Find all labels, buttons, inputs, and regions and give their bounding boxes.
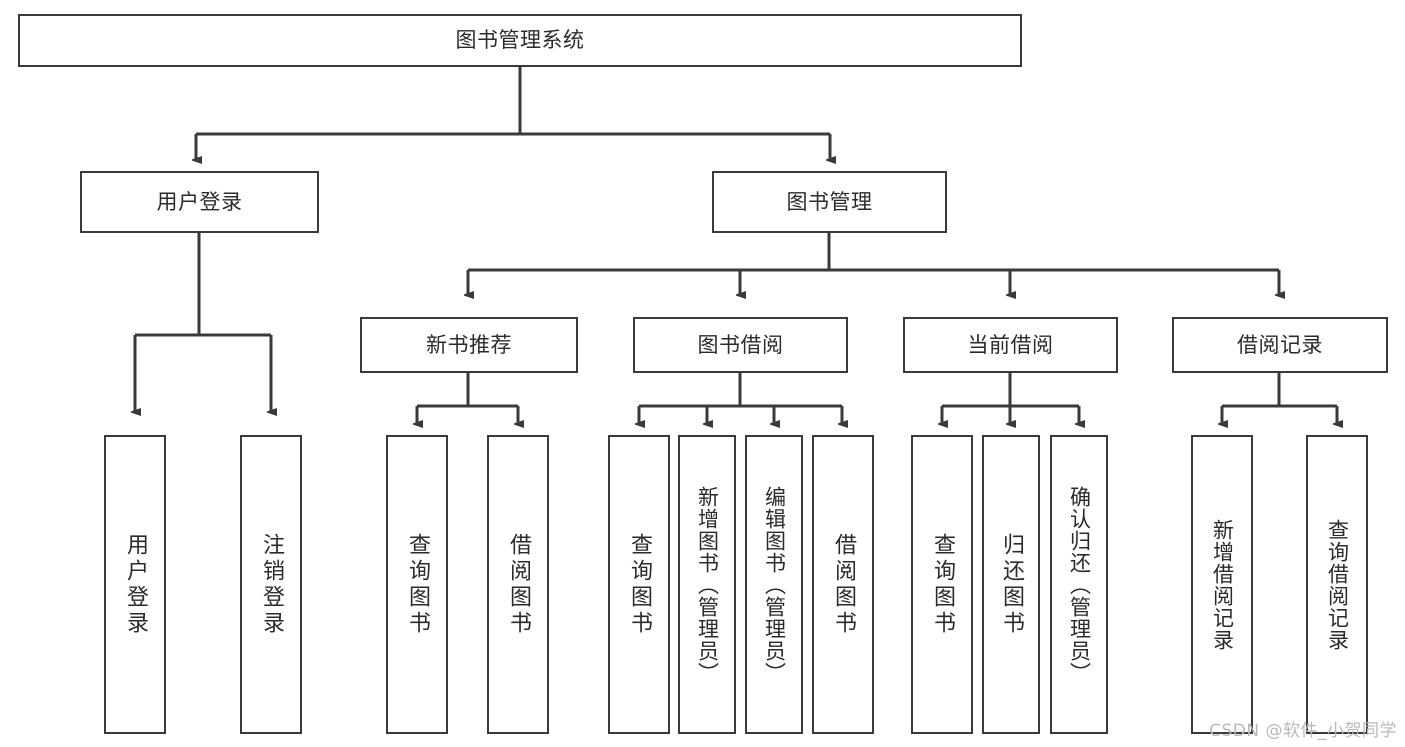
- leaf-recommend-query-book-label: 查询图书: [405, 532, 430, 637]
- leaf-borrow-query-book[interactable]: 查询图书: [608, 435, 670, 734]
- node-book-borrow[interactable]: 图书借阅: [633, 317, 848, 373]
- leaf-current-confirm-return-admin-label: 确认归还（管理员）: [1067, 485, 1092, 684]
- node-new-book-recommend[interactable]: 新书推荐: [360, 317, 578, 373]
- leaf-user-login-signin[interactable]: 用户登录: [104, 435, 166, 734]
- leaf-borrow-query-book-label: 查询图书: [627, 532, 652, 637]
- leaf-borrow-borrow-book[interactable]: 借阅图书: [812, 435, 874, 734]
- leaf-user-login-signout-label: 注销登录: [259, 532, 284, 637]
- node-current-borrow[interactable]: 当前借阅: [903, 317, 1118, 373]
- leaf-recommend-borrow-book-label: 借阅图书: [506, 532, 531, 637]
- leaf-current-return-book[interactable]: 归还图书: [982, 435, 1040, 734]
- node-root-system-label: 图书管理系统: [455, 28, 585, 53]
- leaf-borrow-edit-book-admin[interactable]: 编辑图书（管理员）: [745, 435, 803, 734]
- node-borrow-record-label: 借阅记录: [1237, 332, 1323, 357]
- leaf-borrow-add-book-admin[interactable]: 新增图书（管理员）: [678, 435, 736, 734]
- leaf-user-login-signout[interactable]: 注销登录: [240, 435, 302, 734]
- leaf-recommend-borrow-book[interactable]: 借阅图书: [487, 435, 549, 734]
- leaf-current-return-book-label: 归还图书: [999, 532, 1024, 637]
- leaf-borrow-borrow-book-label: 借阅图书: [831, 532, 856, 637]
- leaf-current-confirm-return-admin[interactable]: 确认归还（管理员）: [1050, 435, 1108, 734]
- leaf-current-query-book[interactable]: 查询图书: [911, 435, 973, 734]
- node-book-management-label: 图书管理: [786, 189, 873, 214]
- node-current-borrow-label: 当前借阅: [967, 332, 1054, 357]
- node-user-login-label: 用户登录: [156, 189, 243, 214]
- leaf-record-add-record[interactable]: 新增借阅记录: [1191, 435, 1253, 734]
- node-new-book-recommend-label: 新书推荐: [426, 332, 512, 357]
- leaf-record-query-record-label: 查询借阅记录: [1325, 518, 1350, 651]
- leaf-recommend-query-book[interactable]: 查询图书: [386, 435, 448, 734]
- node-root-system[interactable]: 图书管理系统: [18, 14, 1022, 67]
- node-book-borrow-label: 图书借阅: [697, 332, 784, 357]
- leaf-record-query-record[interactable]: 查询借阅记录: [1306, 435, 1368, 734]
- leaf-borrow-edit-book-admin-label: 编辑图书（管理员）: [762, 485, 787, 684]
- csdn-watermark: CSDN @软件_小贺同学: [1209, 721, 1397, 741]
- leaf-record-add-record-label: 新增借阅记录: [1210, 518, 1235, 651]
- node-user-login[interactable]: 用户登录: [80, 171, 319, 233]
- node-borrow-record[interactable]: 借阅记录: [1172, 317, 1388, 373]
- leaf-user-login-signin-label: 用户登录: [123, 532, 148, 637]
- node-book-management[interactable]: 图书管理: [712, 171, 947, 233]
- leaf-borrow-add-book-admin-label: 新增图书（管理员）: [695, 485, 720, 684]
- leaf-current-query-book-label: 查询图书: [930, 532, 955, 637]
